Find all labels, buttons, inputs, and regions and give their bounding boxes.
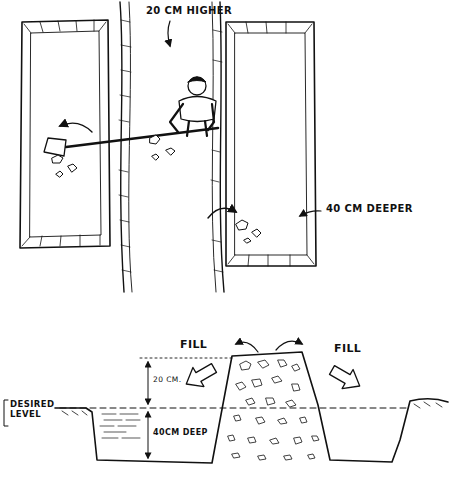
strip-hatch [119,20,131,272]
mound-top-line [140,358,232,359]
height-note: 20 CM HIGHER [146,5,232,17]
strip-hatch [211,30,223,272]
dimension-line [148,362,149,404]
fill-label: FILL [334,343,361,356]
leader-arrow [168,21,170,46]
level-bracket [4,400,8,426]
fill-label: FILL [180,339,207,352]
dimension-line [148,412,149,458]
person-arms [170,104,214,132]
person-hair [188,77,206,82]
person-head [188,77,206,95]
left-pit-floor [30,31,101,237]
left-pit-outline [20,20,110,248]
throw-arrow [60,123,92,132]
leader-arrow [300,211,321,216]
ground-profile [55,352,448,463]
fill-arrow [181,358,220,393]
depth-note: 40 CM DEEPER [326,203,413,215]
throw-arrow [208,208,236,218]
water-hatch [100,414,140,438]
raised-strip-edge [129,2,132,292]
mound-rocks [228,360,319,460]
fill-arrow-small [236,342,258,352]
dimension-label: 40CM DEEP [153,428,208,437]
fill-arrow [327,360,366,395]
person-shoulders [179,97,216,122]
desired-level-line [60,408,410,409]
raised-strip-edge [220,2,224,292]
shovel-blade [44,138,66,156]
dimension-label: 20 CM. [153,376,181,385]
raised-strip-edge [212,2,216,292]
level-label: DESIRED LEVEL [10,400,58,420]
fill-arrow-small [276,341,302,350]
soil-clods [52,135,261,243]
pit-wall-hatch [22,20,106,246]
shovel-shaft [66,128,218,147]
